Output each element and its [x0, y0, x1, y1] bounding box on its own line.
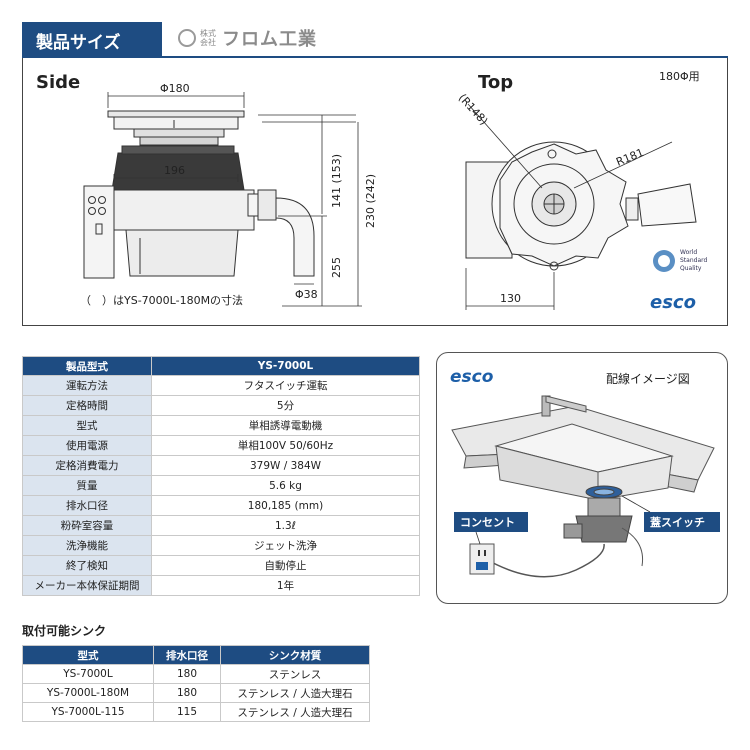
spec-header-row: 製品型式 YS-7000L: [22, 356, 420, 376]
sink-model: YS-7000L: [22, 664, 154, 684]
spec-label: 粉砕室容量: [22, 515, 152, 536]
wiring-title: 配線イメージ図: [606, 371, 690, 386]
sink-drain: 180: [153, 683, 221, 703]
company-logo-name: フロム工業: [222, 29, 317, 50]
outlet-label-badge: コンセント: [454, 512, 528, 532]
wiring-diagram-panel: [436, 352, 728, 604]
dimension-drawing-panel: [22, 58, 728, 326]
lid-switch-label-badge: 蓋スイッチ: [644, 512, 720, 532]
table-row: 終了検知自動停止: [22, 555, 420, 576]
spec-label: 定格消費電力: [22, 455, 152, 476]
sink-drain: 180: [153, 664, 221, 684]
spec-label: 定格時間: [22, 395, 152, 416]
dim-255: 255: [330, 257, 343, 278]
spec-value: 5分: [151, 395, 420, 416]
table-row: 使用電源単相100V 50/60Hz: [22, 435, 420, 456]
side-label: Side: [36, 72, 80, 93]
sink-material: ステンレス / 人造大理石: [220, 683, 370, 703]
wsq-quality: Quality: [680, 265, 702, 272]
sink-header-material: シンク材質: [220, 645, 370, 665]
dim-diameter-180: Φ180: [160, 82, 190, 95]
side-view-unit: [83, 110, 315, 279]
section-title: 製品サイズ: [36, 33, 121, 53]
top-note: 180Φ用: [659, 70, 700, 83]
esco-logo: esco: [650, 292, 696, 313]
outlet-icon: [469, 543, 495, 575]
dimension-drawing: Side Top 180Φ用: [36, 70, 707, 313]
spec-value: 単相100V 50/60Hz: [151, 435, 420, 456]
sink-model: YS-7000L-115: [22, 702, 154, 722]
spec-value: ジェット洗浄: [151, 535, 420, 556]
spec-label: 運転方法: [22, 375, 152, 396]
table-row: 型式単相誘導電動機: [22, 415, 420, 436]
outlet-label: コンセント: [460, 516, 515, 529]
lid-switch-label: 蓋スイッチ: [650, 515, 705, 529]
header-rule: [22, 56, 728, 58]
company-logo-prefix: 株式会社: [200, 29, 216, 47]
sink-header-drain: 排水口径: [153, 645, 221, 665]
power-cable: [483, 543, 605, 578]
company-logo-icon: [178, 29, 196, 47]
wsq-logo: World Standard Quality: [653, 249, 707, 272]
sink-illustration: [451, 395, 715, 501]
spec-value: 自動停止: [151, 555, 420, 576]
spec-value: 5.6 kg: [151, 475, 420, 496]
wsq-world: World: [680, 249, 697, 256]
spec-label: 質量: [22, 475, 152, 496]
wsq-standard: Standard: [680, 257, 707, 264]
dim-r181: R181: [614, 146, 645, 169]
dim-230: 230 (242): [364, 174, 377, 228]
compatible-sinks-title: 取付可能シンク: [22, 624, 107, 638]
spec-value: 単相誘導電動機: [151, 415, 420, 436]
top-view-unit: [465, 141, 697, 271]
wiring-esco-logo: esco: [450, 367, 494, 387]
table-row: 洗浄機能ジェット洗浄: [22, 535, 420, 556]
spec-value: 379W / 384W: [151, 455, 420, 476]
dim-141: 141 (153): [330, 154, 343, 208]
spec-label: メーカー本体保証期間: [22, 575, 152, 596]
wiring-diagram: esco 配線イメージ図: [450, 367, 720, 578]
sink-material: ステンレス: [220, 664, 370, 684]
company-logo: 株式会社 フロム工業: [178, 26, 317, 50]
spec-value: フタスイッチ運転: [151, 375, 420, 396]
sink-material: ステンレス / 人造大理石: [220, 702, 370, 722]
switch-cable: [621, 527, 644, 567]
spec-value: 1.3ℓ: [151, 515, 420, 536]
dimension-note: （ ）はYS-7000L-180Mの寸法: [80, 293, 243, 307]
table-row: 運転方法フタスイッチ運転: [22, 375, 420, 396]
spec-label: 使用電源: [22, 435, 152, 456]
dim-196: 196: [164, 164, 185, 177]
spec-label: 排水口径: [22, 495, 152, 516]
disposer-illustration: [563, 485, 633, 543]
spec-header-label: 製品型式: [22, 356, 152, 376]
spec-label: 型式: [22, 415, 152, 436]
spec-label: 洗浄機能: [22, 535, 152, 556]
spec-value: 180,185 (mm): [151, 495, 420, 516]
dim-diameter-38: Φ38: [295, 288, 318, 301]
dim-r148: (R148): [456, 91, 491, 127]
spec-header-model: YS-7000L: [151, 356, 420, 376]
section-title-tab: 製品サイズ: [22, 22, 162, 56]
section-title-notch: [142, 22, 162, 56]
sink-drain: 115: [153, 702, 221, 722]
spec-label: 終了検知: [22, 555, 152, 576]
sink-header-model: 型式: [22, 645, 154, 665]
sink-header-row: 型式 排水口径 シンク材質: [22, 645, 370, 665]
spec-value: 1年: [151, 575, 420, 596]
top-label: Top: [478, 72, 513, 93]
dim-130: 130: [500, 292, 521, 305]
sink-model: YS-7000L-180M: [22, 683, 154, 703]
